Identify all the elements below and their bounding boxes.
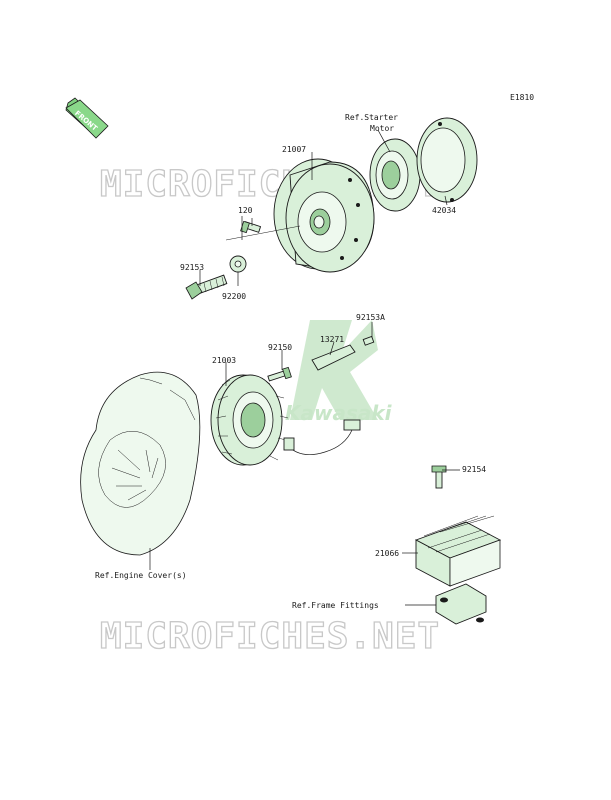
stator-21003 [210,374,289,466]
label-13271: 13271 [320,335,344,344]
bolt-92154 [431,465,447,489]
ref-starter-motor-line2: Motor [370,124,394,133]
label-92150: 92150 [268,343,292,352]
rotor-21007 [273,158,375,273]
washer-92200 [229,255,247,273]
bolt-92150 [267,366,292,382]
front-arrow-icon: FRONT [65,97,109,139]
label-21066: 21066 [375,549,399,558]
label-92200: 92200 [222,292,246,301]
label-92153a: 92153A [356,313,385,322]
label-92153: 92153 [180,263,204,272]
bolt-92153 [185,274,228,300]
regulator-21066 [414,515,502,625]
screw-92153a [362,335,375,346]
engine-cover [80,371,201,556]
bolt-120 [240,220,262,234]
kawasaki-logo-text: Kawasaki [285,401,393,425]
label-92154: 92154 [462,465,486,474]
grommet-13271 [283,344,361,455]
kawasaki-logo: Kawasaki [285,320,393,425]
bearing-42034 [416,117,478,203]
label-21007: 21007 [282,145,306,154]
label-42034: 42034 [432,206,456,215]
label-120: 120 [238,206,253,215]
label-21003: 21003 [212,356,236,365]
watermark-bottom: MICROFICHES.NET [100,616,440,657]
ref-frame-fittings: Ref.Frame Fittings [292,601,379,610]
starter-clutch [369,138,421,212]
ref-starter-motor-line1: Ref.Starter [345,113,398,122]
diagram-code: E1810 [510,93,534,102]
ref-engine-cover: Ref.Engine Cover(s) [95,571,187,580]
